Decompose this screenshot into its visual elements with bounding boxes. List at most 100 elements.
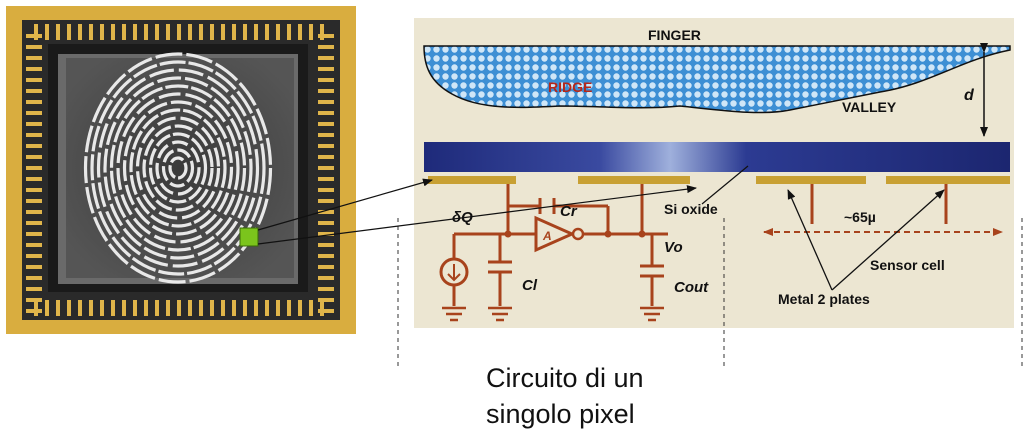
bond-pad	[89, 300, 93, 316]
bond-pad	[318, 254, 334, 258]
bond-pad	[133, 300, 137, 316]
fingerprint-area	[66, 58, 294, 278]
bond-pad	[111, 300, 115, 316]
bond-pad	[67, 300, 71, 316]
metal-plate-2	[578, 176, 690, 184]
fingerprint-ridge	[90, 60, 266, 276]
bond-pad	[309, 300, 313, 316]
pixel-pointer-upper	[257, 178, 433, 231]
caption-line-1: Circuito di un	[486, 363, 644, 393]
bond-pad	[45, 300, 49, 316]
si-oxide-pointer	[701, 165, 749, 205]
bond-pad	[318, 34, 334, 38]
bond-pad	[122, 300, 126, 316]
junction-2	[604, 230, 612, 238]
bond-pad	[26, 166, 42, 170]
metal-plate-1	[428, 176, 516, 184]
bond-pad	[188, 300, 192, 316]
bond-pad	[67, 24, 71, 40]
bond-pad	[243, 300, 247, 316]
fingerprint-ridge	[148, 132, 208, 204]
fingerprint-ridge	[129, 108, 227, 228]
bond-pad	[199, 300, 203, 316]
bond-pad	[26, 287, 42, 291]
fingerprint-ridges	[83, 52, 273, 284]
bond-pad	[26, 100, 42, 104]
bond-pad	[26, 254, 42, 258]
bond-pad	[26, 177, 42, 181]
bond-pad	[166, 24, 170, 40]
bond-pad	[45, 24, 49, 40]
metal-plates-pointers	[787, 189, 945, 291]
bond-pad	[26, 78, 42, 82]
bond-pad	[318, 78, 334, 82]
bond-pad	[298, 24, 302, 40]
bond-pad	[318, 232, 334, 236]
bond-pad	[26, 34, 42, 38]
fingerprint-ridge	[135, 116, 221, 220]
junction-3	[638, 230, 646, 238]
bond-pad	[320, 300, 324, 316]
sensor-cross-section: FINGER RIDGE VALLEY d Si oxide	[414, 18, 1014, 328]
bond-pad	[26, 210, 42, 214]
bond-pad	[318, 188, 334, 192]
bond-pad	[34, 24, 38, 40]
distance-label: d	[964, 87, 975, 104]
bond-pad	[318, 265, 334, 269]
sensor-cell-label: Sensor cell	[870, 257, 945, 273]
bond-pad	[318, 199, 334, 203]
bond-pad	[276, 24, 280, 40]
bond-pad	[265, 300, 269, 316]
bond-pad	[318, 221, 334, 225]
source-arrow	[447, 264, 461, 282]
bond-pad	[26, 265, 42, 269]
bond-pad	[318, 309, 334, 313]
fingerprint-ridge	[122, 100, 234, 236]
amplifier-label: A	[542, 229, 552, 243]
bond-pad	[318, 122, 334, 126]
bond-pad	[100, 24, 104, 40]
metal-plate-4	[886, 176, 1010, 184]
bond-pad	[232, 300, 236, 316]
bond-pad	[221, 24, 225, 40]
bond-pad	[318, 144, 334, 148]
fingerprint-ridge	[155, 140, 201, 196]
bond-pad	[122, 24, 126, 40]
bond-pad	[56, 300, 60, 316]
bond-pad	[26, 144, 42, 148]
bond-pad	[89, 24, 93, 40]
bond-pad	[265, 24, 269, 40]
bond-pad	[232, 24, 236, 40]
fingerprint-ridge	[142, 124, 214, 212]
bond-pad	[243, 24, 247, 40]
bond-pad	[318, 111, 334, 115]
bond-pad	[155, 24, 159, 40]
bond-pad	[318, 45, 334, 49]
bond-pad	[155, 300, 159, 316]
figure-caption: Circuito di un singolo pixel	[486, 360, 644, 432]
valley-label: VALLEY	[842, 99, 897, 115]
fingerprint-ridge	[168, 156, 188, 180]
bond-pads-left	[26, 34, 42, 313]
bond-pad	[56, 24, 60, 40]
bond-pad	[318, 287, 334, 291]
bond-pad	[318, 210, 334, 214]
bond-pad	[318, 276, 334, 280]
pixel-pointer-lower	[257, 185, 697, 245]
bond-pad	[26, 199, 42, 203]
bond-pad	[287, 300, 291, 316]
pixel-circuit	[439, 184, 948, 306]
bond-pad	[318, 298, 334, 302]
bond-pad	[318, 56, 334, 60]
bond-pad	[26, 89, 42, 93]
bond-pad	[78, 300, 82, 316]
bond-pad	[318, 100, 334, 104]
bond-pad	[26, 111, 42, 115]
feedback-cap-label: Cr	[560, 203, 578, 220]
bond-pad	[318, 155, 334, 159]
metal-plate-3	[756, 176, 866, 184]
si-oxide-label: Si oxide	[664, 201, 718, 217]
ground-symbols	[442, 306, 664, 322]
bond-pad	[177, 24, 181, 40]
